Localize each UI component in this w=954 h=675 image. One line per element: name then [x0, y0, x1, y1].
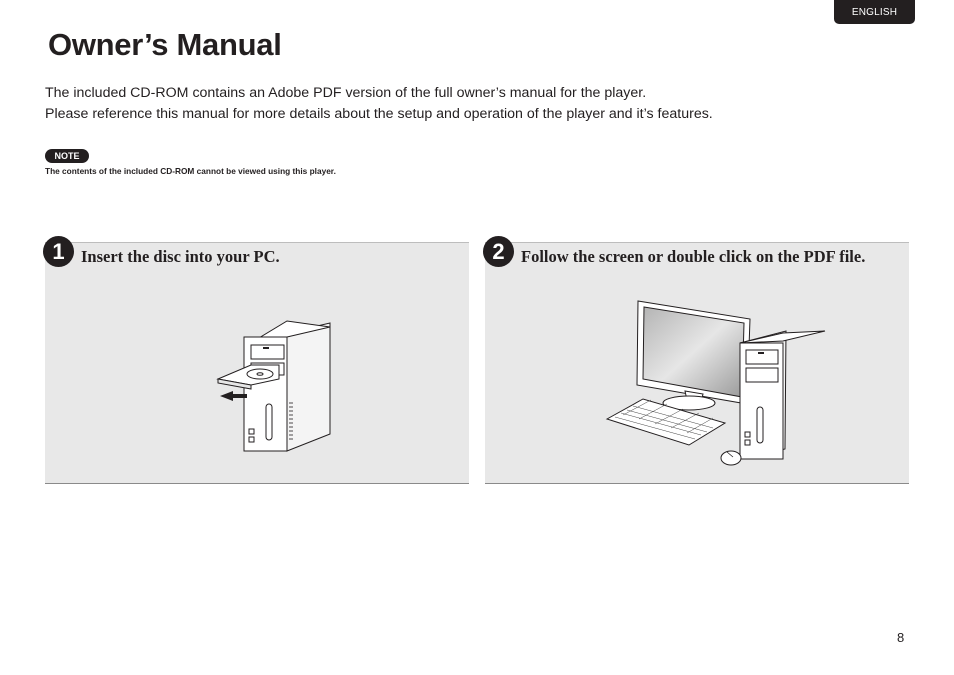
desktop-computer-icon: [605, 300, 826, 466]
page-title: Owner’s Manual: [48, 27, 282, 62]
step-2-number: 2: [483, 236, 514, 267]
page-number: 8: [897, 630, 905, 645]
language-tab[interactable]: ENGLISH: [834, 0, 915, 24]
pc-tower-disc-tray-icon: [216, 320, 331, 452]
step-1-title: Insert the disc into your PC.: [81, 247, 280, 266]
step-1-panel: 1 Insert the disc into your PC.: [43, 236, 469, 484]
intro-text: The included CD-ROM contains an Adobe PD…: [45, 83, 905, 125]
step-1-number: 1: [43, 236, 74, 267]
note-text: The contents of the included CD-ROM cann…: [45, 166, 336, 176]
note-badge: NOTE: [45, 149, 89, 163]
intro-line-2: Please reference this manual for more de…: [45, 106, 713, 122]
intro-line-1: The included CD-ROM contains an Adobe PD…: [45, 85, 647, 101]
step-2-panel: 2 Follow the screen or double click on t…: [483, 236, 909, 484]
step-2-title: Follow the screen or double click on the…: [521, 247, 866, 266]
